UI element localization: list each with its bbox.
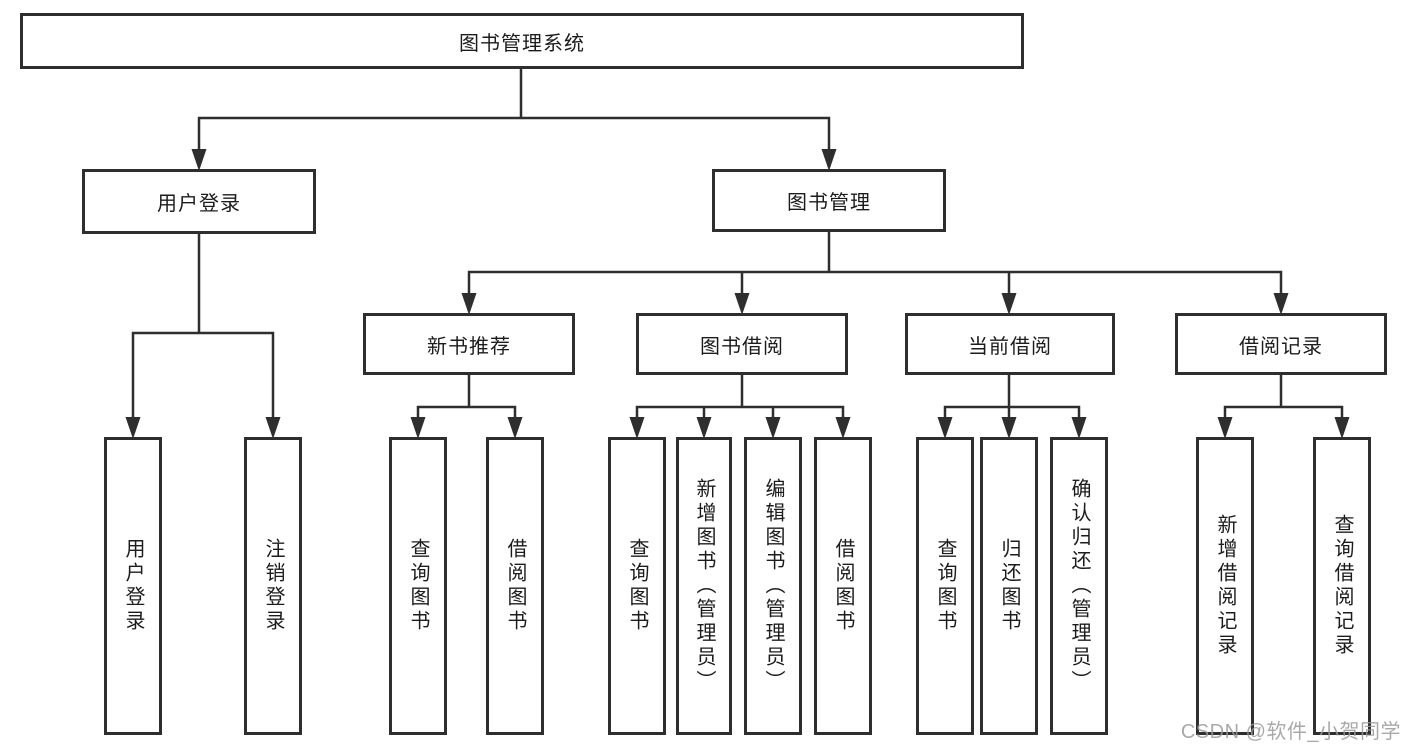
node-user-login-module: 用户登录 [82, 169, 316, 234]
node-edit-books-admin: 编辑图书（管理员） [744, 437, 802, 735]
node-book-borrow: 图书借阅 [636, 313, 848, 375]
node-user-login-action: 用户登录 [104, 437, 162, 735]
node-new-book-recommend: 新书推荐 [363, 313, 575, 375]
node-borrow-query-books: 查询图书 [608, 437, 666, 735]
node-add-books-admin: 新增图书（管理员） [676, 437, 732, 735]
arrowheads [125, 149, 1350, 439]
node-add-borrow-record: 新增借阅记录 [1196, 437, 1254, 735]
node-logout-action: 注销登录 [244, 437, 302, 735]
node-library-system: 图书管理系统 [20, 13, 1024, 69]
node-recommend-query-books: 查询图书 [389, 437, 447, 735]
node-borrow-records: 借阅记录 [1175, 313, 1387, 375]
node-current-borrow: 当前借阅 [905, 313, 1115, 375]
node-return-books: 归还图书 [980, 437, 1038, 735]
node-confirm-return-admin: 确认归还（管理员） [1050, 437, 1108, 735]
node-borrow-books: 借阅图书 [814, 437, 872, 735]
node-current-query-books: 查询图书 [916, 437, 974, 735]
node-query-borrow-record: 查询借阅记录 [1313, 437, 1371, 735]
node-book-management-module: 图书管理 [712, 169, 946, 232]
node-recommend-borrow-books: 借阅图书 [486, 437, 544, 735]
